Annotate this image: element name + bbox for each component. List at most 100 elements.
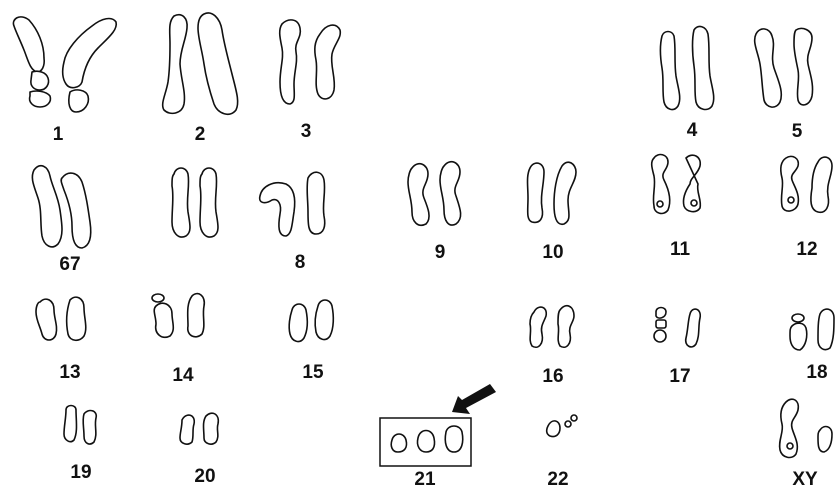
chromosome	[755, 29, 782, 107]
chromosome-label-4: 4	[687, 120, 698, 141]
chromosome	[315, 25, 341, 99]
chromosome	[154, 303, 173, 337]
chromosome-pair-16	[530, 306, 574, 348]
chromosome-pair-9	[408, 162, 461, 226]
chromosome-label-22: 22	[547, 469, 568, 490]
chromosome-pair-12	[781, 156, 832, 212]
chromosome-pair-15	[289, 300, 333, 341]
chromosome	[67, 297, 86, 340]
chromosome-label-67: 67	[59, 254, 80, 275]
chromosome-label-15: 15	[302, 362, 324, 383]
chromosome-label-16: 16	[542, 366, 563, 387]
chromosome	[280, 20, 301, 104]
chromosome	[417, 431, 434, 453]
chromosome	[691, 200, 697, 206]
chromosome	[440, 162, 461, 225]
chromosome-label-11: 11	[670, 239, 691, 260]
chromosome	[13, 17, 44, 72]
chromosome-pair-14	[152, 294, 204, 338]
chromosome	[818, 309, 834, 350]
chromosome-label-14: 14	[172, 365, 194, 386]
chromosome	[654, 330, 666, 342]
chromosome	[657, 201, 663, 207]
chromosome	[530, 307, 546, 347]
chromosome	[198, 13, 238, 114]
chromosome	[289, 304, 307, 341]
chromosome	[30, 91, 51, 107]
chromosome	[528, 163, 545, 222]
chromosome	[554, 162, 576, 224]
chromosome-label-xy: XY	[792, 469, 818, 490]
chromosome	[788, 197, 794, 203]
chromosome	[792, 314, 804, 322]
chromosome	[656, 308, 666, 319]
chromosome-label-2: 2	[195, 124, 206, 145]
chromosome	[787, 443, 793, 449]
chromosome-label-18: 18	[806, 362, 827, 383]
chromosome	[790, 323, 807, 350]
chromosome	[180, 415, 194, 444]
chromosome-label-17: 17	[669, 366, 690, 387]
chromosome-label-10: 10	[542, 242, 563, 263]
chromosome-label-1: 1	[53, 124, 64, 145]
chromosome-label-20: 20	[194, 466, 215, 487]
chromosome-label-12: 12	[796, 239, 817, 260]
chromosome	[408, 164, 429, 226]
chromosome-pair-8	[260, 172, 325, 236]
chromosome	[307, 172, 325, 234]
chromosome	[794, 28, 813, 105]
chromosome	[172, 168, 190, 237]
chromosome-group-21	[380, 418, 471, 466]
chromosome-label-21: 21	[414, 469, 436, 490]
chromosome	[61, 173, 91, 248]
chromosome	[571, 415, 577, 421]
chromosome-pair-10	[528, 162, 577, 224]
chromosome	[547, 421, 560, 437]
chromosome	[391, 434, 406, 452]
chromosome-pair-5	[755, 28, 813, 107]
chromosome	[31, 71, 49, 90]
chromosome	[163, 15, 187, 114]
chromosome	[445, 426, 462, 452]
chromosome-pair-11	[652, 155, 701, 214]
chromosome	[661, 32, 680, 110]
chromosome-label-8: 8	[295, 252, 306, 273]
chromosome-pair-xy	[780, 399, 832, 457]
chromosome	[315, 300, 333, 339]
chromosome	[63, 19, 117, 88]
chromosome-pair-18	[790, 309, 834, 350]
chromosome	[36, 299, 57, 340]
chromosome-label-9: 9	[435, 242, 446, 263]
chromosome-pair-3	[280, 20, 341, 104]
chromosome	[188, 294, 205, 337]
chromosome-label-5: 5	[792, 121, 803, 142]
chromosome-pair	[172, 168, 218, 237]
chromosome-pair-19	[64, 406, 96, 445]
chromosome-pair-22	[547, 415, 577, 437]
chromosome-pair-1	[13, 17, 116, 112]
chromosome	[83, 411, 96, 444]
chromosome	[565, 421, 571, 427]
chromosome	[260, 183, 295, 236]
chromosome-label-19: 19	[70, 462, 91, 483]
chromosome	[811, 157, 832, 212]
chromosome	[200, 168, 218, 237]
chromosome-pair-2	[163, 13, 238, 114]
chromosome	[204, 413, 219, 444]
chromosome	[686, 309, 701, 347]
chromosome	[656, 320, 666, 328]
arrow-icon	[452, 384, 496, 414]
chromosome-pair-17	[654, 308, 700, 347]
chromosome-label-13: 13	[59, 362, 80, 383]
chromosome	[64, 406, 77, 442]
chromosome-pair-4	[661, 27, 714, 110]
chromosome	[818, 427, 832, 452]
chromosome	[152, 294, 164, 302]
chromosome-pair-67	[32, 166, 90, 248]
chromosome	[693, 27, 714, 110]
chromosome	[558, 306, 574, 348]
chromosome	[32, 166, 62, 247]
chromosome-label-3: 3	[301, 121, 312, 142]
chromosome-pair-13	[36, 297, 86, 340]
